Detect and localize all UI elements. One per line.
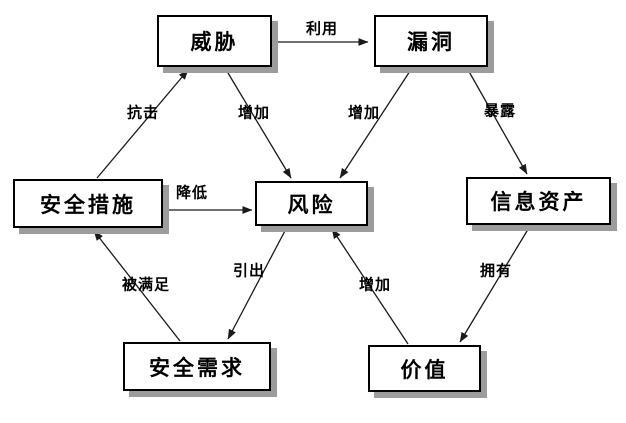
edge-value-increase-line <box>331 228 409 345</box>
node-value: 价值 <box>368 345 481 392</box>
node-risk-label: 风险 <box>287 192 336 217</box>
edge-vuln-increase-label: 增加 <box>347 103 381 122</box>
edge-satisfy-line <box>93 230 181 342</box>
node-threat: 威胁 <box>157 15 272 67</box>
edge-value-increase-label: 增加 <box>358 275 392 294</box>
edge-derive-line <box>227 226 288 340</box>
edge-own-line <box>459 225 531 343</box>
node-safeguards: 安全措施 <box>13 179 163 228</box>
edge-vuln-increase-line <box>339 67 413 179</box>
edge-derive-label: 引出 <box>232 261 266 280</box>
edge-satisfy-label: 被满足 <box>121 275 171 294</box>
edge-reduce-label: 降低 <box>175 183 209 202</box>
node-safeguards-label: 安全措施 <box>40 192 136 217</box>
node-value-label: 价值 <box>400 357 449 382</box>
edge-threat-increase-line <box>224 67 292 179</box>
node-info-assets-label: 信息资产 <box>490 190 587 214</box>
node-security-requirements: 安全需求 <box>123 342 271 391</box>
node-vulnerability-label: 漏洞 <box>407 30 455 54</box>
node-risk: 风险 <box>255 181 368 226</box>
edge-resist-label: 抗击 <box>126 103 160 122</box>
node-threat-label: 威胁 <box>190 30 239 54</box>
edge-own-label: 拥有 <box>479 261 513 280</box>
edge-resist-line <box>96 69 189 179</box>
edge-exploit-label: 利用 <box>305 19 339 38</box>
edge-threat-increase-label: 增加 <box>237 103 271 122</box>
node-info-assets: 信息资产 <box>466 177 611 225</box>
node-security-requirements-label: 安全需求 <box>149 355 245 380</box>
node-vulnerability: 漏洞 <box>374 15 488 67</box>
edge-expose-line <box>466 67 528 175</box>
edge-expose-label: 暴露 <box>483 101 517 120</box>
